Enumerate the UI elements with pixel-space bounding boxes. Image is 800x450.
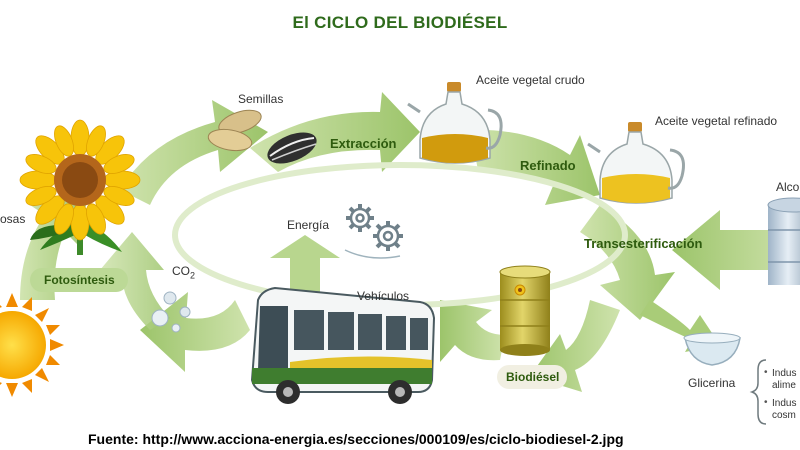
photosynthesis-pill: [30, 268, 128, 292]
stage-biodiesel: Biodiésel: [506, 370, 560, 384]
co2-label: CO2: [172, 264, 195, 280]
crude-oil-label: Aceite vegetal crudo: [476, 73, 585, 87]
stage-photosynthesis: Fotosíntesis: [44, 273, 115, 287]
source-caption: Fuente: http://www.acciona-energia.es/se…: [88, 431, 624, 447]
biodiesel-barrel-icon: [499, 265, 551, 356]
glycerin-brace: [749, 359, 767, 425]
refined-oil-jug-icon: [587, 122, 685, 204]
industry-bullet-1: •: [764, 367, 768, 378]
industry-food-line2: alime: [772, 380, 796, 391]
energy-label: Energía: [287, 218, 330, 232]
industry-food-line1: Indus: [772, 368, 797, 379]
arrow-co2-to-plant: [100, 232, 170, 330]
biodiesel-pill: [497, 365, 567, 389]
arrow-bus-to-energy: [270, 235, 340, 300]
cycle-arrows: [20, 92, 800, 392]
glucose-label: osas: [0, 212, 26, 226]
alcohol-label: Alco: [776, 180, 800, 194]
arrow-biodiesel-to-bus: [440, 300, 505, 362]
arrow-bus-to-co2: [140, 292, 250, 372]
sunflower-icon: [19, 119, 141, 255]
co2-subscript: 2: [190, 270, 196, 281]
stage-extraction: Extracción: [330, 136, 397, 151]
bus-icon: [250, 286, 436, 404]
stage-transesterification: Transesterificación: [584, 236, 703, 251]
industry-cosm-line1: Indus: [772, 398, 797, 409]
stage-refining: Refinado: [520, 158, 576, 173]
glycerin-label: Glicerina: [688, 376, 736, 390]
vehicles-label: Vehículos: [357, 289, 410, 303]
co2-bubbles-icon: [151, 291, 191, 333]
seeds-icon: [207, 109, 317, 164]
seeds-label: Semillas: [238, 92, 284, 106]
sun-icon: [0, 293, 64, 397]
crude-oil-jug-icon: [407, 82, 503, 164]
refined-oil-label: Aceite vegetal refinado: [655, 114, 778, 128]
alcohol-drum-icon: [767, 197, 800, 285]
gears-icon: [344, 204, 403, 259]
arrow-refined-to-trans: [580, 205, 675, 320]
glycerin-bowl-icon: [683, 332, 741, 366]
co2-text: CO: [172, 264, 190, 278]
industry-bullet-2: •: [764, 397, 768, 408]
diagram-title: El CICLO DEL BIODIÉSEL: [292, 13, 508, 32]
industry-cosm-line2: cosm: [772, 410, 796, 421]
